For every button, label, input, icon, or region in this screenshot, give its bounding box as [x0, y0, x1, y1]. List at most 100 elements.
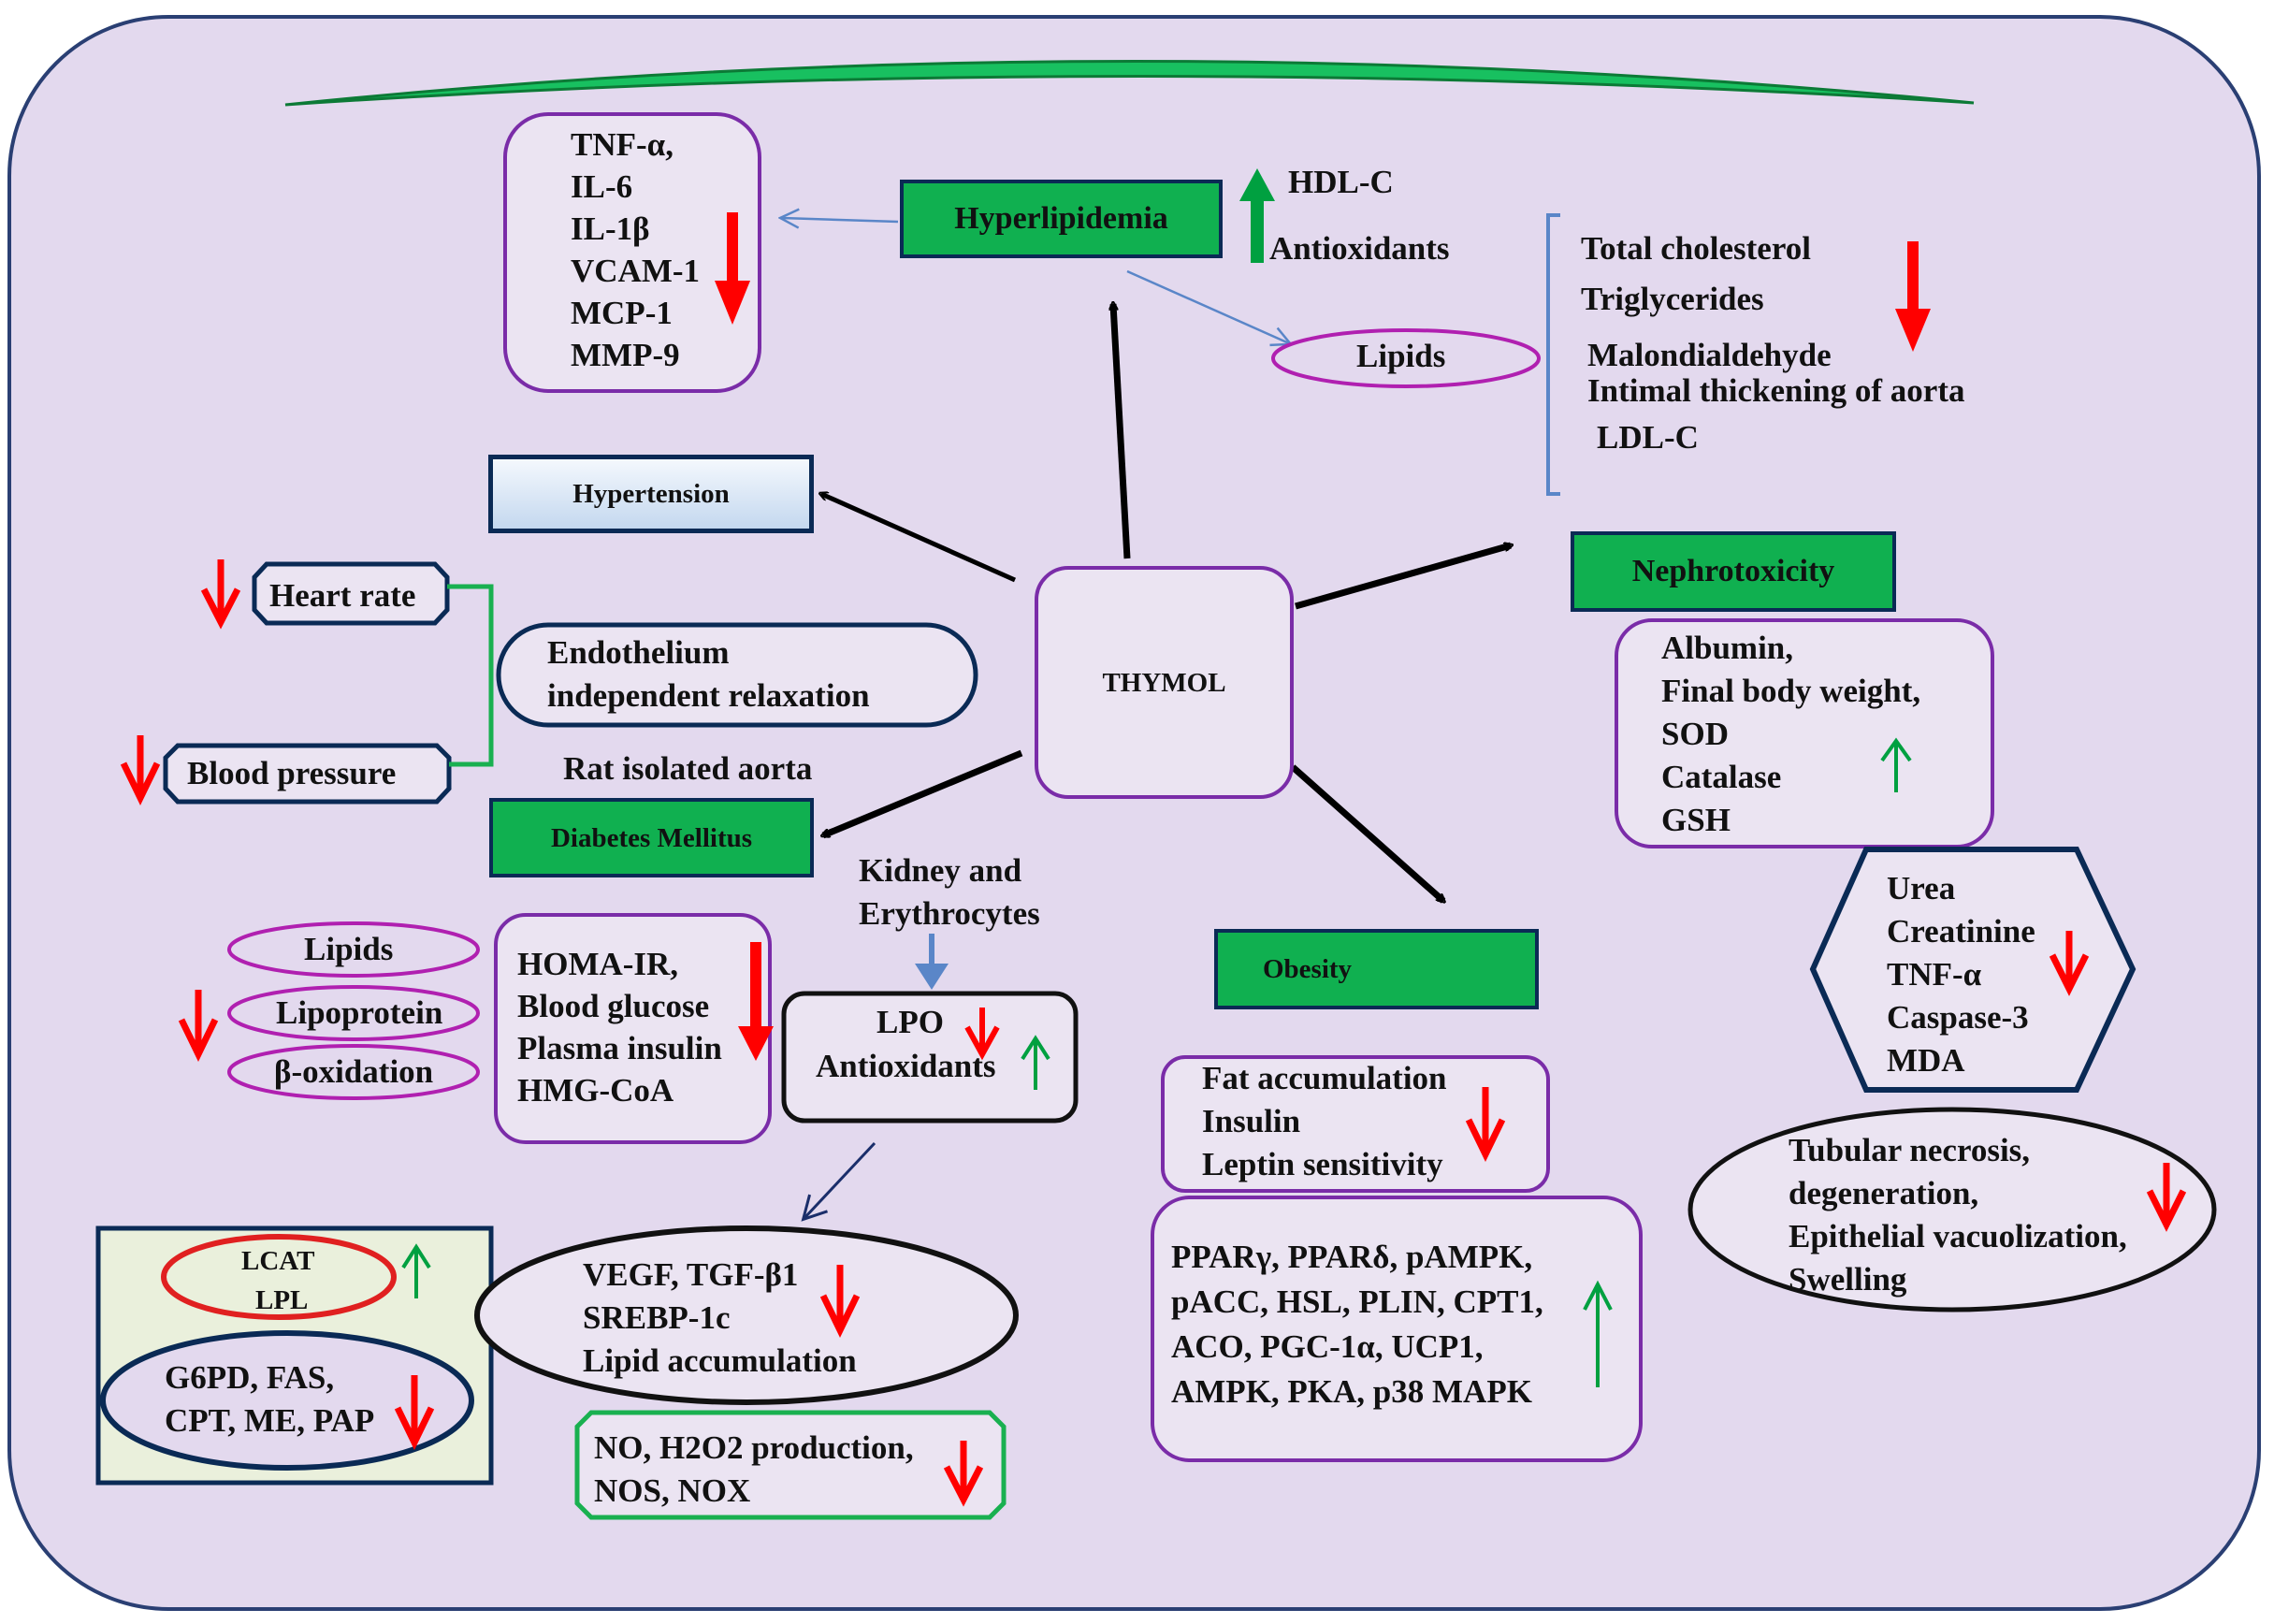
no-list: NO, H2O2 production, NOS, NOX: [594, 1427, 914, 1513]
beta-oxidation-ellipse: [227, 1044, 480, 1100]
growth-ellipse: [474, 1225, 1019, 1405]
lipid-decrease-item: Total cholesterol: [1581, 230, 1811, 267]
lipoprotein-ellipse: [227, 985, 480, 1041]
diabetes-title: Diabetes Mellitus: [550, 822, 753, 853]
inflammatory-item: TNF-α,: [571, 126, 674, 163]
lipids-ellipse-diabetes: [227, 921, 480, 978]
red-down-arrow-lipoprotein: [178, 990, 219, 1063]
lpo-label: LPO: [876, 1004, 944, 1040]
blood-pressure-box: [163, 743, 452, 805]
fat-list: Fat accumulation Insulin Leptin sensitiv…: [1202, 1057, 1447, 1186]
tubular-ellipse: [1687, 1107, 2217, 1312]
red-down-arrow-no: [943, 1441, 984, 1507]
homa-item: Plasma insulin: [517, 1030, 722, 1066]
tubular-item: Epithelial vacuolization,: [1789, 1218, 2127, 1254]
lcat-ellipse: [161, 1234, 397, 1320]
lipids-ellipse: [1271, 328, 1541, 388]
hexagon-item: Creatinine: [1887, 913, 2035, 950]
no-item: NO, H2O2 production,: [594, 1429, 914, 1466]
inflammatory-item: MMP-9: [571, 337, 680, 373]
red-down-arrow-heart: [200, 559, 241, 630]
fat-box: [1161, 1055, 1550, 1193]
nephrotoxicity-box: Nephrotoxicity: [1571, 531, 1896, 612]
lipids-label: Lipids: [1356, 338, 1446, 374]
endothelium-line: Endothelium: [547, 634, 730, 671]
inflammatory-list: TNF-α, IL-6 IL-1β VCAM-1 MCP-1 MMP-9: [571, 123, 700, 376]
kidney-line: Kidney and: [859, 852, 1022, 889]
green-up-arrow-hdl: [1239, 168, 1275, 263]
lipid-decrease-item: LDL-C: [1597, 419, 1699, 456]
red-down-arrow-fat: [1465, 1087, 1506, 1163]
no-box: [574, 1410, 1007, 1520]
albumin-item: Catalase: [1661, 759, 1782, 795]
red-down-arrow-hexagon: [2049, 931, 2090, 996]
green-arc: [284, 60, 1975, 107]
arrow-to-nephrotoxicity: [1295, 545, 1511, 610]
green-up-arrow-albumin: [1880, 737, 1912, 792]
fat-item: Leptin sensitivity: [1202, 1146, 1443, 1182]
g6pd-ellipse: [100, 1330, 474, 1471]
growth-item: SREBP-1c: [583, 1299, 731, 1336]
nephrotoxicity-title: Nephrotoxicity: [1631, 554, 1835, 588]
red-down-arrow-enzymes: [394, 1375, 435, 1451]
albumin-item: GSH: [1661, 802, 1731, 838]
pathway-item: AMPK, PKA, p38 MAPK: [1171, 1373, 1532, 1410]
arrow-to-obesity: [1290, 764, 1443, 901]
hexagon-item: TNF-α: [1887, 956, 1982, 993]
pathway-item: PPARγ, PPARδ, pAMPK,: [1171, 1239, 1533, 1275]
kidney-line: Erythrocytes: [859, 895, 1040, 932]
green-up-arrow-pathways: [1583, 1280, 1613, 1387]
diabetes-box: Diabetes Mellitus: [489, 798, 814, 877]
endothelium-ellipse: [496, 622, 978, 728]
albumin-box: [1615, 618, 1994, 848]
homa-item: Blood glucose: [517, 988, 710, 1024]
arrow-to-growth: [801, 1141, 876, 1222]
pathways-list: PPARγ, PPARδ, pAMPK, pACC, HSL, PLIN, CP…: [1171, 1235, 1543, 1414]
lipid-decrease-item: Intimal thickening of aorta: [1587, 372, 1965, 409]
growth-item: VEGF, TGF-β1: [583, 1256, 799, 1293]
arrow-to-hypertension: [821, 494, 1017, 583]
green-up-arrow-lpo: [1021, 1035, 1050, 1090]
red-down-arrow-homa: [738, 942, 774, 1061]
pathways-box: [1151, 1196, 1643, 1462]
g6pd-item: G6PD, FAS,: [165, 1359, 335, 1396]
inflammatory-item: MCP-1: [571, 295, 673, 331]
albumin-item: Albumin,: [1661, 630, 1794, 666]
red-down-arrow-lpo: [964, 1008, 1000, 1061]
albumin-item: Final body weight,: [1661, 673, 1921, 709]
tubular-list: Tubular necrosis, degeneration, Epitheli…: [1789, 1129, 2127, 1301]
hyperlipidemia-box: Hyperlipidemia: [900, 180, 1223, 258]
homa-item: HMG-CoA: [517, 1072, 674, 1109]
g6pd-list: G6PD, FAS, CPT, ME, PAP: [165, 1356, 374, 1443]
albumin-item: SOD: [1661, 716, 1729, 752]
hypertension-title: Hypertension: [572, 479, 730, 509]
endothelium-label: Endothelium independent relaxation: [547, 631, 870, 718]
red-down-arrow-tubular: [2146, 1163, 2187, 1232]
lpo-box: [781, 991, 1079, 1124]
green-up-arrow-lcat: [401, 1243, 431, 1298]
lipids-diabetes-label: Lipids: [304, 931, 394, 967]
hdl-label: HDL-C: [1288, 164, 1394, 200]
obesity-title: Obesity: [1263, 954, 1353, 984]
endothelium-line: independent relaxation: [547, 677, 870, 714]
no-item: NOS, NOX: [594, 1472, 751, 1509]
hyperlipidemia-title: Hyperlipidemia: [954, 201, 1168, 236]
tubular-item: Tubular necrosis,: [1789, 1132, 2031, 1168]
pathway-item: ACO, PGC-1α, UCP1,: [1171, 1328, 1484, 1365]
lipoprotein-label: Lipoprotein: [276, 994, 443, 1031]
hexagon-item: Urea: [1887, 870, 1956, 906]
fat-item: Insulin: [1202, 1103, 1301, 1139]
red-down-arrow-lipids: [1895, 241, 1931, 352]
hypertension-box: Hypertension: [488, 455, 814, 533]
beta-oxidation-label: β-oxidation: [274, 1053, 434, 1090]
homa-list: HOMA-IR, Blood glucose Plasma insulin HM…: [517, 943, 722, 1111]
thymol-label-wrap: THYMOL: [1036, 568, 1292, 797]
hexagon-list: Urea Creatinine TNF-α Caspase-3 MDA: [1887, 867, 2035, 1082]
thymol-label: THYMOL: [1102, 667, 1226, 698]
inflammatory-item: IL-1β: [571, 210, 650, 247]
kidney-label: Kidney and Erythrocytes: [859, 849, 1040, 935]
tubular-item: degeneration,: [1789, 1175, 1979, 1211]
tubular-item: Swelling: [1789, 1261, 1907, 1298]
lipid-bracket: [1546, 213, 1560, 496]
